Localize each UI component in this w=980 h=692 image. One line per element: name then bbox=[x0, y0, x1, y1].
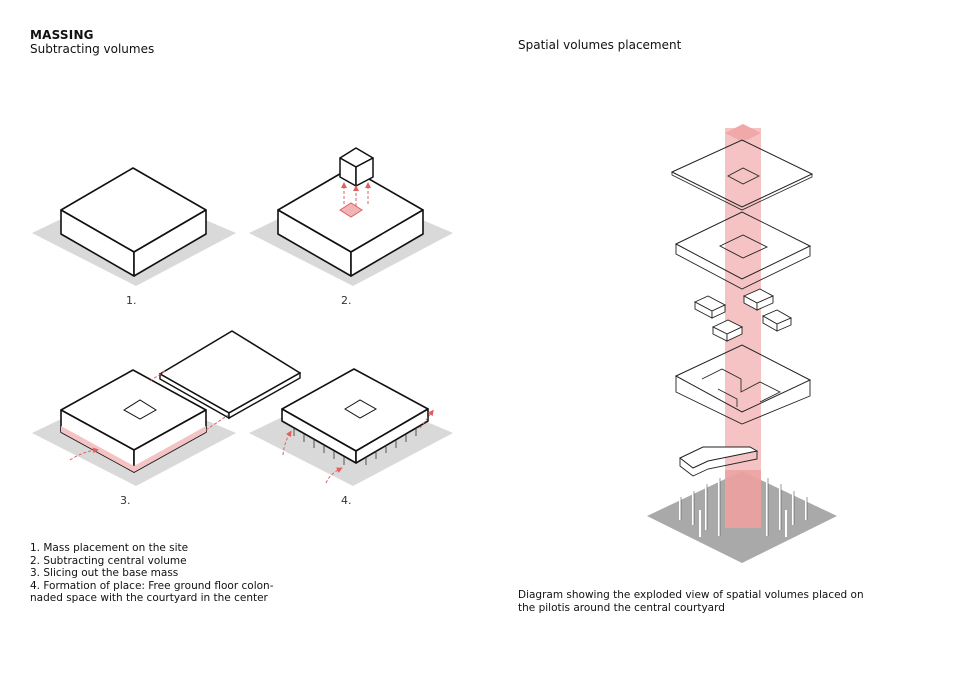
spatial-title: Spatial volumes placement bbox=[518, 38, 682, 52]
sliced-slab-right bbox=[228, 371, 301, 420]
legend-item: 2. Subtracting central volume bbox=[30, 554, 187, 567]
massing-subtitle: Subtracting volumes bbox=[30, 42, 155, 56]
mass-right-face bbox=[133, 209, 207, 277]
step-4-label: 4. bbox=[341, 494, 352, 507]
pilotis-columns bbox=[679, 478, 807, 537]
floating-volumes bbox=[693, 288, 793, 342]
upper-floor-opening bbox=[718, 234, 769, 259]
mass-right-face bbox=[350, 209, 424, 277]
step-1-diagram bbox=[32, 167, 236, 286]
legend-item: 4. Formation of place: Free ground floor… bbox=[30, 579, 274, 592]
mass-right-face bbox=[355, 408, 429, 464]
slice-arrow bbox=[149, 370, 166, 382]
step-4-diagram bbox=[249, 368, 453, 486]
courtyard-void bbox=[344, 399, 378, 419]
courtyard-shaft-top bbox=[725, 124, 761, 142]
step-2-label: 2. bbox=[341, 294, 352, 307]
courtyard-void bbox=[123, 399, 157, 420]
caption-line: the pilotis around the central courtyard bbox=[518, 602, 725, 614]
exploded-view bbox=[647, 124, 837, 563]
legend-item: naded space with the courtyard in the ce… bbox=[30, 592, 268, 605]
step-3-diagram bbox=[32, 330, 301, 486]
subtracted-cube-right bbox=[355, 157, 374, 187]
entry-arrow bbox=[69, 447, 99, 461]
courtyard-shaft-base bbox=[725, 470, 761, 528]
massing-legend: 1. Mass placement on the site 2. Subtrac… bbox=[30, 542, 273, 605]
sliced-base-right bbox=[134, 426, 206, 472]
entry-arrow bbox=[419, 409, 434, 429]
upper-floor-edge bbox=[675, 244, 811, 290]
courtyard-void bbox=[339, 202, 363, 218]
entry-arrow bbox=[325, 467, 343, 484]
spatial-caption: Diagram showing the exploded view of spa… bbox=[518, 589, 878, 615]
slice-arrow bbox=[205, 414, 229, 431]
caption-line: Diagram showing the exploded view of spa… bbox=[518, 589, 864, 601]
entry-arrow bbox=[282, 430, 292, 456]
step-3-label: 3. bbox=[120, 494, 131, 507]
first-floor-recess bbox=[717, 388, 738, 407]
first-floor-edge bbox=[675, 376, 811, 425]
roof-plate-edge bbox=[671, 172, 813, 211]
roof-opening bbox=[727, 167, 760, 185]
massing-title: MASSING bbox=[30, 28, 94, 42]
ground-floor-slab-edge bbox=[679, 451, 758, 477]
step-2-diagram bbox=[249, 147, 453, 286]
legend-item: 3. Slicing out the base mass bbox=[30, 567, 179, 580]
pilotis-row bbox=[293, 428, 417, 465]
pilotis-outlines bbox=[680, 478, 808, 536]
first-floor-recess bbox=[701, 368, 781, 403]
legend-item: 1. Mass placement on the site bbox=[30, 542, 189, 554]
step-1-label: 1. bbox=[126, 294, 137, 307]
